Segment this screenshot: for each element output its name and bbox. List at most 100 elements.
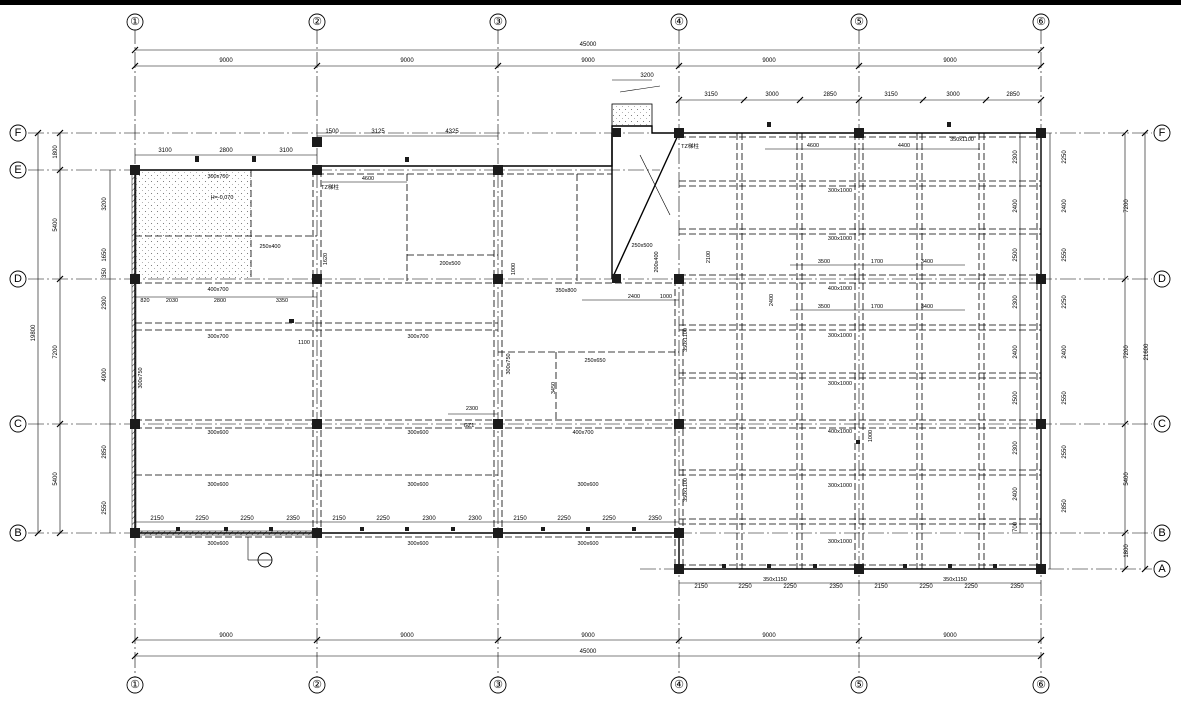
beam-labels: 300x700 250x400 200x500 400x700 300x700 … <box>138 137 974 583</box>
svg-text:1000: 1000 <box>660 294 672 300</box>
svg-text:2550: 2550 <box>1062 391 1068 405</box>
annotation-labels: TZ梯柱 TZ梯柱 H=-0.070 GZ1 4600 4600 4400 35… <box>140 142 933 442</box>
dim-right-sub: 3000 <box>946 92 960 98</box>
dim-bsub-r: 2250 <box>919 584 933 590</box>
dim-bsub: 2150 <box>150 516 164 522</box>
axis-label-y: A <box>1158 563 1166 575</box>
svg-text:300x750: 300x750 <box>138 367 144 388</box>
svg-text:350x1100: 350x1100 <box>683 328 689 352</box>
dim-bottom-bay: 9000 <box>219 633 233 639</box>
svg-text:2400: 2400 <box>1062 199 1068 213</box>
axis-label-y: D <box>1158 273 1166 285</box>
dimension-lines <box>37 49 1146 657</box>
svg-text:3500: 3500 <box>818 304 830 310</box>
dim-right-sub: 2850 <box>823 92 837 98</box>
svg-text:400x1000: 400x1000 <box>828 429 852 435</box>
svg-text:2400: 2400 <box>1013 345 1019 359</box>
svg-text:21600: 21600 <box>1144 343 1150 360</box>
axis-label-x: ⑤ <box>854 16 864 28</box>
dim-bsub: 2300 <box>468 516 482 522</box>
vertical-dimension-texts: 19800 1800 5400 7200 5400 3200 1650 350 … <box>31 145 1150 558</box>
dim-mid-sub: 1500 <box>325 129 339 135</box>
svg-text:700: 700 <box>1013 521 1019 532</box>
axis-label-x: ⑥ <box>1036 679 1046 691</box>
svg-text:300x700: 300x700 <box>207 174 228 180</box>
svg-text:250x650: 250x650 <box>584 358 605 364</box>
svg-text:2400: 2400 <box>769 294 775 306</box>
svg-text:350x1100: 350x1100 <box>950 137 974 143</box>
svg-text:2400: 2400 <box>1013 487 1019 501</box>
dim-stair-top: 3200 <box>640 73 654 79</box>
svg-text:300x600: 300x600 <box>407 541 428 547</box>
dim-bsub-r: 2150 <box>874 584 888 590</box>
svg-text:1000: 1000 <box>868 430 874 442</box>
dim-right-sub: 3150 <box>704 92 718 98</box>
svg-text:300x600: 300x600 <box>577 541 598 547</box>
svg-text:4900: 4900 <box>102 368 108 382</box>
svg-text:350x1150: 350x1150 <box>763 577 787 583</box>
dim-bsub: 2250 <box>240 516 254 522</box>
svg-text:3200: 3200 <box>102 197 108 211</box>
axis-label-y: E <box>14 164 21 176</box>
svg-text:2300: 2300 <box>1013 295 1019 309</box>
axis-label-x: ① <box>130 16 140 28</box>
dim-bsub: 2350 <box>286 516 300 522</box>
columns <box>130 122 1046 574</box>
dim-bsub: 2300 <box>422 516 436 522</box>
svg-text:2550: 2550 <box>1062 248 1068 262</box>
svg-text:2030: 2030 <box>166 298 178 304</box>
dim-bsub: 2350 <box>648 516 662 522</box>
dim-top-bay: 9000 <box>943 58 957 64</box>
svg-text:1100: 1100 <box>298 340 310 346</box>
dim-left-sub: 3100 <box>279 148 293 154</box>
svg-text:5400: 5400 <box>53 218 59 232</box>
dim-bsub-r: 2250 <box>738 584 752 590</box>
outer-walls <box>131 125 1042 570</box>
title-border-bar <box>0 0 1181 5</box>
svg-text:3350: 3350 <box>276 298 288 304</box>
svg-text:300x700: 300x700 <box>407 334 428 340</box>
svg-text:2400: 2400 <box>1062 345 1068 359</box>
svg-text:300x600: 300x600 <box>577 482 598 488</box>
stair-roof-hatch <box>611 103 653 127</box>
svg-text:TZ梯柱: TZ梯柱 <box>681 142 699 150</box>
axis-label-x: ③ <box>493 16 503 28</box>
svg-text:3450: 3450 <box>551 382 557 394</box>
dim-bottom-bay: 9000 <box>400 633 414 639</box>
svg-text:300x600: 300x600 <box>407 430 428 436</box>
dim-top-bay: 9000 <box>762 58 776 64</box>
svg-text:350: 350 <box>102 267 108 278</box>
svg-text:4600: 4600 <box>807 143 819 149</box>
svg-text:820: 820 <box>140 298 149 304</box>
svg-text:300x1000: 300x1000 <box>828 333 852 339</box>
axis-label-x: ⑤ <box>854 679 864 691</box>
svg-text:300x1000: 300x1000 <box>828 483 852 489</box>
svg-text:350x800: 350x800 <box>555 288 576 294</box>
svg-text:300x700: 300x700 <box>207 334 228 340</box>
dim-mid-sub: 4325 <box>445 129 459 135</box>
axis-label-x: ⑥ <box>1036 16 1046 28</box>
dim-left-sub: 3100 <box>158 148 172 154</box>
svg-text:2500: 2500 <box>1013 248 1019 262</box>
svg-text:2300: 2300 <box>102 296 108 310</box>
axis-label-y: F <box>15 127 22 139</box>
svg-text:2250: 2250 <box>1062 150 1068 164</box>
dimension-texts: 45000 9000 9000 9000 9000 9000 3200 3150… <box>150 42 1024 655</box>
svg-text:250x400: 250x400 <box>259 244 280 250</box>
svg-text:300x750: 300x750 <box>506 353 512 374</box>
dim-top-bay: 9000 <box>581 58 595 64</box>
svg-text:2850: 2850 <box>1062 499 1068 513</box>
dim-bsub-r: 2350 <box>1010 584 1024 590</box>
svg-text:300x1000: 300x1000 <box>828 539 852 545</box>
dim-bsub: 2250 <box>376 516 390 522</box>
svg-text:7200: 7200 <box>1124 345 1130 359</box>
svg-text:350x1150: 350x1150 <box>943 577 967 583</box>
axis-bubbles: ① ② ③ ④ ⑤ ⑥ ① ② ③ ④ ⑤ ⑥ F E D C B F D C … <box>9 13 1171 694</box>
svg-text:300x1000: 300x1000 <box>828 188 852 194</box>
svg-text:7200: 7200 <box>53 345 59 359</box>
dim-top-bay: 9000 <box>219 58 233 64</box>
svg-text:300x1000: 300x1000 <box>828 381 852 387</box>
svg-text:2250: 2250 <box>1062 295 1068 309</box>
grid-lines <box>28 28 1152 680</box>
svg-text:5400: 5400 <box>1124 472 1130 486</box>
